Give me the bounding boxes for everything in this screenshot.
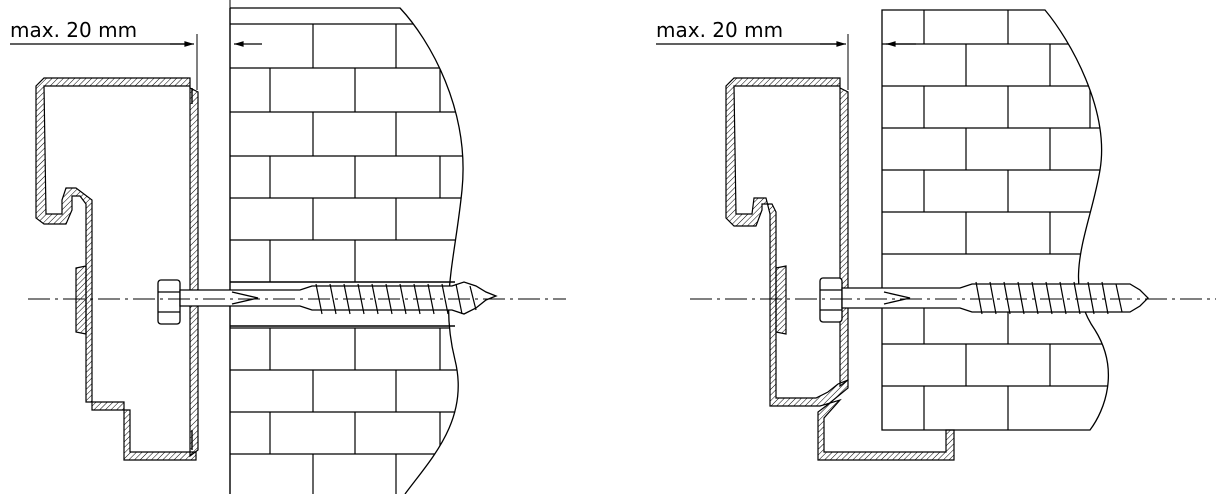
right-screw: [819, 277, 1149, 323]
dimension-label-left: max. 20 mm: [10, 18, 138, 42]
dimension-label-right: max. 20 mm: [656, 18, 784, 42]
right-wall: [881, 9, 1109, 431]
left-dimension: [10, 34, 262, 90]
right-diagram: [656, 9, 1216, 461]
left-wall: [229, 7, 464, 495]
left-profile: [35, 77, 199, 461]
left-diagram: [10, 0, 566, 495]
right-profile: [725, 77, 955, 461]
left-screw: [157, 279, 498, 325]
